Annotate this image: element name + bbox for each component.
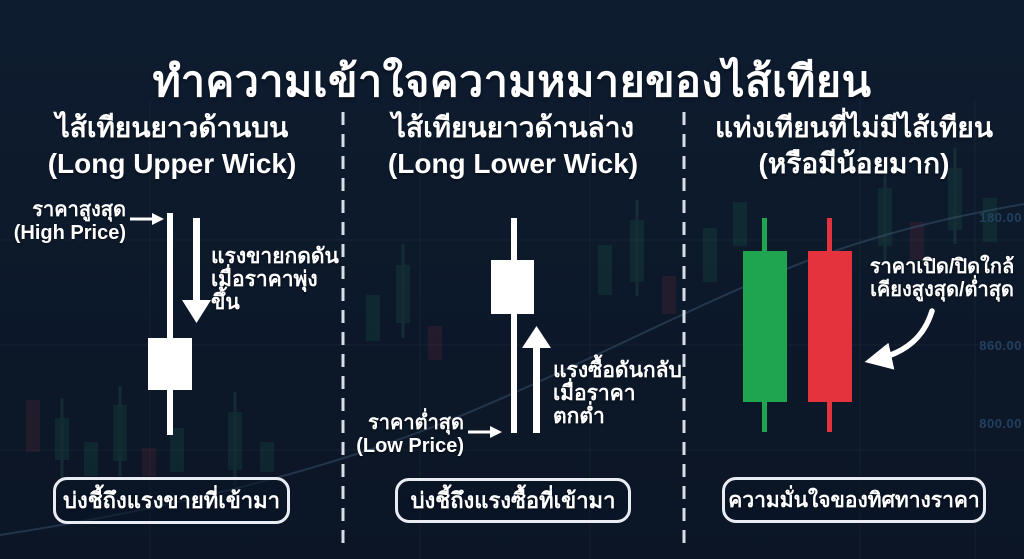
low-price-label-thai: ราคาต่ำสุด [368,412,464,434]
down-arrow-icon [182,218,211,323]
sell-pressure-label: แรงขายกดดัน เมื่อราคาพุ่งขึ้น [211,245,343,314]
buy-pressure-line1: แรงซื้อดันกลับ [553,359,682,382]
pointer-arrow-right-icon [468,426,502,438]
sell-pressure-line2: เมื่อราคาพุ่งขึ้น [211,268,318,314]
up-arrow-icon [522,326,551,433]
open-close-note-line1: ราคาเปิด/ปิดใกล้ [869,256,1015,278]
sell-pressure-line1: แรงขายกดดัน [211,245,339,268]
high-price-label-thai: ราคาสูงสุด [32,199,126,221]
open-close-note-label: ราคาเปิด/ปิดใกล้ เคียงสูงสุด/ต่ำสุด [866,256,1018,302]
pointer-arrow-right-icon [130,213,164,225]
column-3-heading-sub: (หรือมีน้อยมาก) [758,148,950,179]
column-2-footer-badge: บ่งชี้ถึงแรงซื้อที่เข้ามา [395,478,631,523]
column-3-heading-thai: แท่งเทียนที่ไม่มีไส้เทียน [715,112,993,143]
column-3-heading: แท่งเทียนที่ไม่มีไส้เทียน (หรือมีน้อยมาก… [694,110,1014,182]
buy-pressure-line2: เมื่อราคาตกต่ำ [553,382,636,428]
low-price-label: ราคาต่ำสุด (Low Price) [352,412,464,458]
high-price-label-english: (High Price) [13,222,126,244]
column-2-heading-thai: ไส้เทียนยาวด้านล่าง [391,112,635,143]
open-close-note-line2: เคียงสูงสุด/ต่ำสุด [870,279,1014,301]
candle-lower-wick [511,218,517,433]
column-1-footer-badge: บ่งชี้ถึงแรงขายที่เข้ามา [53,477,290,524]
candle-body-white [491,260,534,314]
bearish-candle-body [808,251,852,402]
candle-upper-wick [167,213,173,435]
background-price-label: 180.00 [979,210,1022,225]
column-1-heading-thai: ไส้เทียนยาวด้านบน [55,112,289,143]
column-1-heading-english: (Long Upper Wick) [47,148,297,179]
background-price-label: 800.00 [979,416,1022,431]
page-title: ทำความเข้าใจความหมายของไส้เทียน [152,57,872,106]
column-2-heading-english: (Long Lower Wick) [387,148,639,179]
high-price-label: ราคาสูงสุด (High Price) [10,199,126,245]
column-2-heading: ไส้เทียนยาวด้านล่าง (Long Lower Wick) [356,110,670,182]
column-1-heading: ไส้เทียนยาวด้านบน (Long Upper Wick) [16,110,328,182]
buy-pressure-label: แรงซื้อดันกลับ เมื่อราคาตกต่ำ [553,359,685,428]
background-price-label: 860.00 [979,338,1022,353]
curved-arrow-icon [864,308,935,370]
column-3-footer-badge: ความมั่นใจของทิศทางราคา [722,477,986,523]
low-price-label-english: (Low Price) [356,435,464,457]
bullish-candle-body [743,251,787,402]
candle-body-white [148,338,192,390]
